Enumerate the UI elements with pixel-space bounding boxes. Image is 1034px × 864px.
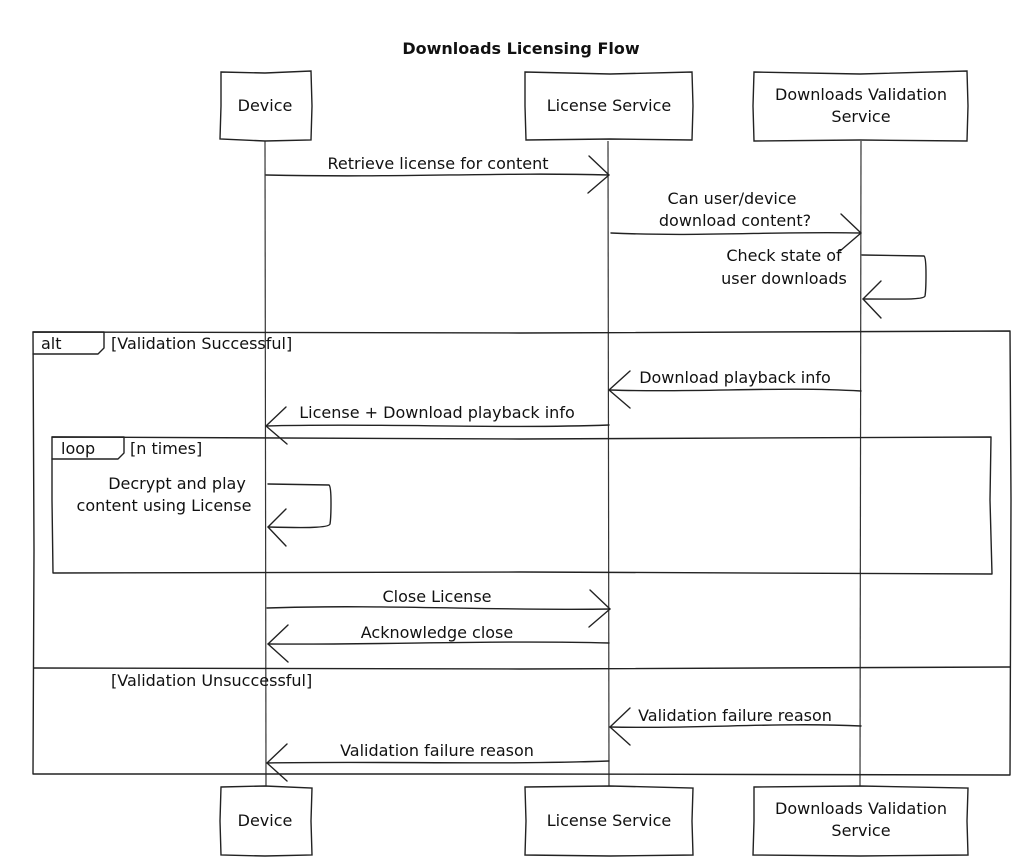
message-label: License + Download playback info xyxy=(299,403,575,422)
alt-condition-failure: [Validation Unsuccessful] xyxy=(111,671,312,690)
lifeline-validation-service xyxy=(859,140,862,787)
participant-device-top: Device xyxy=(219,70,313,142)
message-close-license: Close License xyxy=(266,587,611,628)
message-label-line2: user downloads xyxy=(721,269,847,288)
message-label: Close License xyxy=(383,587,492,606)
alt-tag-box xyxy=(32,331,105,355)
message-label: Acknowledge close xyxy=(361,623,513,642)
loop-frame: loop [n times] xyxy=(51,436,993,575)
alt-divider xyxy=(33,666,1011,670)
message-validation-failure-2: Validation failure reason xyxy=(266,741,610,782)
message-label: Download playback info xyxy=(639,368,831,387)
message-download-playback-info: Download playback info xyxy=(608,368,862,409)
message-check-state: Check state of user downloads xyxy=(721,246,927,319)
participant-license-service-top: License Service xyxy=(524,71,694,141)
participant-device-bottom: Device xyxy=(219,785,313,857)
message-label-line1: Check state of xyxy=(726,246,842,265)
message-retrieve-license: Retrieve license for content xyxy=(265,154,610,194)
message-label: Retrieve license for content xyxy=(327,154,548,173)
alt-condition-success: [Validation Successful] xyxy=(111,334,292,353)
lifeline-device xyxy=(264,140,267,787)
participant-label-line1: Downloads Validation xyxy=(775,799,947,818)
loop-tag-box xyxy=(51,436,125,460)
message-label-line1: Decrypt and play xyxy=(108,474,246,493)
participant-label-line2: Service xyxy=(831,107,890,126)
message-decrypt-and-play: Decrypt and play content using License xyxy=(77,474,332,547)
participant-label-line1: Downloads Validation xyxy=(775,85,947,104)
lifeline-license-service xyxy=(607,140,610,787)
message-can-download: Can user/device download content? xyxy=(610,189,862,252)
message-label-line1: Can user/device xyxy=(667,189,796,208)
participant-label: Device xyxy=(238,96,293,115)
diagram-title: Downloads Licensing Flow xyxy=(402,39,640,58)
participant-label: Device xyxy=(238,811,293,830)
participant-label-line2: Service xyxy=(831,821,890,840)
message-label-line2: download content? xyxy=(659,211,811,230)
participant-label: License Service xyxy=(547,96,672,115)
alt-tag-label: alt xyxy=(41,334,62,353)
message-license-plus-playback: License + Download playback info xyxy=(265,403,610,445)
message-validation-failure-1: Validation failure reason xyxy=(609,706,862,746)
participant-validation-service-top: Downloads Validation Service xyxy=(752,70,969,142)
message-label: Validation failure reason xyxy=(638,706,832,725)
participant-validation-service-bottom: Downloads Validation Service xyxy=(752,785,969,857)
message-label: Validation failure reason xyxy=(340,741,534,760)
message-label-line2: content using License xyxy=(77,496,252,515)
participant-license-service-bottom: License Service xyxy=(524,785,694,857)
participant-label: License Service xyxy=(547,811,672,830)
alt-frame: alt [Validation Successful] [Validation … xyxy=(32,330,1012,776)
loop-tag-label: loop xyxy=(61,439,95,458)
loop-condition: [n times] xyxy=(130,439,202,458)
message-acknowledge-close: Acknowledge close xyxy=(267,623,610,663)
